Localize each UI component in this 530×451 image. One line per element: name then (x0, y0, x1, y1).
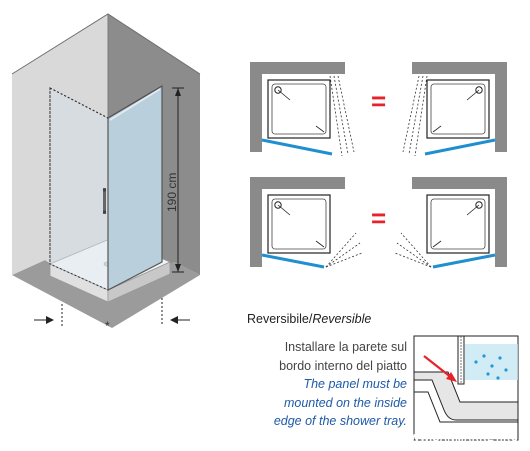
back-wall-left (12, 14, 108, 302)
height-arrow-bottom (175, 264, 181, 272)
instruction-en-line-2: mounted on the inside (283, 395, 407, 410)
door-swing-1 (414, 75, 428, 157)
handle-knob-top (102, 188, 107, 192)
door-swing-2 (325, 242, 361, 268)
instruction-en-line-3: edge of the shower tray. (273, 414, 407, 428)
watermark: WWW.SANMARKET.RU (400, 433, 519, 444)
door-swing-1 (325, 232, 357, 268)
width-arrow-left (46, 316, 54, 324)
equals-sign-2: = (371, 203, 386, 233)
glass-section (465, 344, 518, 380)
height-label: 190 cm (165, 173, 179, 212)
shower-tray-front-right (107, 261, 171, 303)
handle-knob-bottom (102, 210, 107, 214)
door-handle (103, 188, 106, 214)
plan-diagram-2-right (394, 176, 508, 269)
glass-panel-line (424, 138, 496, 156)
reversible-title: Reversibile/Reversible (247, 312, 371, 326)
door-swing-2 (396, 242, 432, 268)
glass-panel-line (261, 253, 325, 269)
plan-diagram-2-left (249, 176, 363, 269)
top-profile-right (107, 85, 163, 119)
red-arrow-head (446, 372, 457, 382)
instruction-en-line-1: The panel must be (303, 377, 407, 391)
glass-door-highlight (110, 88, 160, 121)
installation-instructions: Installare la parete sul bordo interno d… (274, 338, 407, 431)
fixed-side-panel (49, 87, 109, 291)
plan-diagram-1-left (249, 61, 355, 157)
width-arrow-right (170, 316, 178, 324)
asterisk-mark: * (105, 319, 110, 333)
top-profile-left (49, 87, 109, 119)
door-swing-1 (400, 232, 432, 268)
reversible-title-en: Reversible (312, 312, 372, 326)
installation-detail: WWW.SANMARKET.RU (400, 335, 519, 444)
door-swing-3 (325, 252, 363, 268)
height-arrow-top (175, 88, 181, 96)
tray-edge (414, 391, 518, 423)
door-swing-1 (329, 75, 343, 157)
plan-diagram-1-right (402, 61, 508, 157)
equals-sign-1: = (371, 86, 386, 116)
reversible-title-it: Reversibile/ (247, 312, 313, 326)
instruction-it-line-1: Installare la parete sul (284, 340, 407, 354)
glass-panel-line (261, 138, 333, 156)
red-arrow-line (423, 355, 453, 379)
glass-panel-line (432, 253, 496, 269)
door-swing-3 (337, 75, 355, 153)
instruction-it-line-2: bordo interno del piatto (279, 358, 407, 373)
door-swing-2 (408, 75, 424, 155)
door-swing-3 (394, 252, 432, 268)
door-swing-2 (333, 75, 349, 155)
water-drops (474, 354, 508, 380)
tray-section (413, 371, 519, 421)
shower-enclosure-illustration: 190 cm * (11, 13, 201, 333)
door-swing-3 (402, 75, 420, 153)
